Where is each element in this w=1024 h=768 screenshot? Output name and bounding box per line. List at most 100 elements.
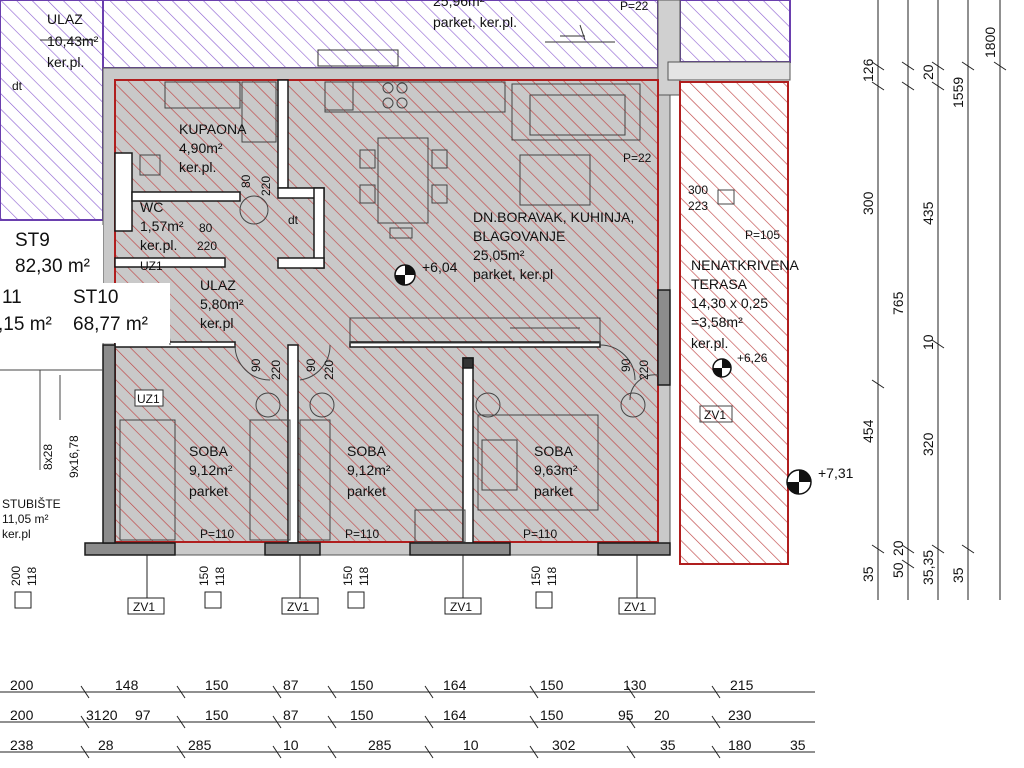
mark-stair-1: 8x28 (41, 444, 55, 470)
dnevni-area: 25,05m² (473, 247, 525, 263)
st10-name: ST10 (73, 287, 118, 308)
purple-top-right (679, 0, 791, 63)
soba3-area: 9,63m² (534, 462, 578, 478)
level-marker-outer: +7,31 (786, 465, 854, 495)
level-marker-dn: +6,04 (394, 259, 458, 286)
dim-label-dim_cols-c4-0: 1559 (950, 77, 966, 108)
dim-label-dim_rows-row2-4: 150 (205, 707, 229, 723)
dim-label-openings-d3_h: 220 (637, 360, 651, 380)
mark-dt-mid: dt (288, 213, 299, 227)
dim-label-dim_rows-row3-3: 10 (283, 737, 299, 753)
mark-uz1-top: UZ1 (140, 259, 163, 273)
mark-dt-left: dt (12, 79, 23, 93)
mark-zv1-terr: ZV1 (704, 408, 726, 422)
level-outer: +7,31 (818, 465, 854, 481)
window-tag-labels: ZV1 ZV1 ZV1 ZV1 (133, 600, 646, 614)
top-room-floor: parket, ker.pl. (433, 14, 517, 30)
dim-label-dim_rows-row3-1: 28 (98, 737, 114, 753)
dimension-col-3: 20 435 10 320 35,35 (920, 64, 936, 585)
dim-label-dim_rows-row3-8: 180 (728, 737, 752, 753)
dim-label-openings-ter_w: 300 (688, 183, 708, 197)
wc-area: 1,57m² (140, 218, 184, 234)
st11-area: ,15 m² (0, 314, 52, 335)
terrace (679, 81, 789, 565)
dim-label-dim_cols-c1-2: 454 (860, 419, 876, 443)
level-dn: +6,04 (422, 259, 458, 275)
terasa-name-2: TERASA (691, 276, 748, 292)
ulaz-top-floor: ker.pl. (47, 54, 84, 70)
dim-label-dim_rows-row1-1: 148 (115, 677, 139, 693)
terasa-calc-2: =3,58m² (691, 314, 743, 330)
dim-label-openings-kup_h: 220 (259, 176, 273, 196)
dim-label-openings-w3_b: 118 (357, 567, 371, 586)
dimension-col-1: 126 300 454 35 (860, 58, 876, 582)
dimension-col-4: 1559 35 (950, 77, 966, 583)
dim-label-dim_cols-c1-1: 300 (860, 191, 876, 215)
dim-label-dim_rows-row3-4: 285 (368, 737, 392, 753)
purple-top-mid (102, 0, 659, 69)
dim-label-openings-wc_w: 80 (199, 221, 213, 235)
dim-label-openings-w3_a: 150 (341, 566, 355, 586)
dnevni-floor: parket, ker.pl (473, 266, 553, 282)
zv1-b: ZV1 (287, 600, 309, 614)
dim-label-dim_rows-row1-5: 164 (443, 677, 467, 693)
dim-label-dim_rows-row2-1: 31 (86, 707, 102, 723)
dim-label-dim_cols-c5-0: 1800 (982, 27, 998, 58)
st10-area: 68,77 m² (73, 314, 148, 335)
level-markers: +6,04 +6,26 +7,31 (394, 259, 854, 495)
dim-label-openings-d2_w: 90 (304, 358, 318, 372)
dim-label-dim_cols-c3-0: 20 (920, 64, 936, 80)
ulaz-top-area: 10,43m² (47, 33, 99, 49)
soba2-name: SOBA (347, 443, 387, 459)
dimension-row-1: 200 148 150 87 150 164 150 130 215 (10, 677, 754, 693)
soba3-name: SOBA (534, 443, 574, 459)
stubiste-floor: ker.pl (2, 527, 31, 541)
unit-labels: ST9 82,30 m² 11 ,15 m² ST10 68,77 m² (0, 225, 170, 343)
interior-walls (84, 79, 671, 556)
zv1-c: ZV1 (450, 600, 472, 614)
dim-label-dim_cols-c3-4: 35,35 (920, 550, 936, 585)
dim-label-dim_rows-row2-5: 87 (283, 707, 299, 723)
soba3-floor: parket (534, 483, 573, 499)
dim-label-dim_rows-row2-8: 150 (540, 707, 564, 723)
kupaona-floor: ker.pl. (179, 159, 216, 175)
kupaona-name: KUPAONA (179, 121, 247, 137)
dim-label-openings-w1_b: 118 (25, 567, 39, 586)
dim-label-dim_rows-row3-2: 285 (188, 737, 212, 753)
ulaz-name: ULAZ (200, 277, 236, 293)
dim-label-openings-wc_h: 220 (197, 239, 217, 253)
mark-p110-2: P=110 (345, 527, 379, 541)
dim-label-openings-d1_h: 220 (269, 360, 283, 380)
mark-p110-3: P=110 (523, 527, 557, 541)
dimension-col-5: 1800 (982, 27, 998, 58)
st9-area: 82,30 m² (15, 256, 90, 277)
soba2-floor: parket (347, 483, 386, 499)
dim-label-dim_rows-row1-0: 200 (10, 677, 34, 693)
dim-label-dim_rows-row2-10: 20 (654, 707, 670, 723)
ulaz-floor: ker.pl (200, 315, 233, 331)
dim-label-dim_rows-row3-5: 10 (463, 737, 479, 753)
ulaz-area: 5,80m² (200, 296, 244, 312)
dim-label-openings-w4_a: 150 (529, 566, 543, 586)
dimension-row-2: 200 31 20 97 150 87 150 164 150 95 20 23… (10, 707, 752, 723)
dim-label-dim_cols-c3-2: 10 (920, 334, 936, 350)
top-room-area: 25,96m² (433, 0, 485, 9)
dim-label-dim_rows-row2-7: 164 (443, 707, 467, 723)
soba1-name: SOBA (189, 443, 229, 459)
dim-label-dim_cols-c1-0: 126 (860, 58, 876, 82)
level-terasa: +6,26 (737, 351, 768, 365)
soba1-floor: parket (189, 483, 228, 499)
dim-label-dim_rows-row2-0: 200 (10, 707, 34, 723)
dim-label-dim_rows-row1-8: 215 (730, 677, 754, 693)
terasa-name-1: NENATKRIVENA (691, 257, 800, 273)
dim-label-dim_rows-row1-4: 150 (350, 677, 374, 693)
opening-labels: 80 220 80 220 90 220 90 220 90 220 300 2… (9, 174, 708, 586)
mark-uz1: UZ1 (137, 392, 160, 406)
dim-label-openings-w2_b: 118 (213, 567, 227, 586)
dim-label-dim_rows-row1-3: 87 (283, 677, 299, 693)
dim-label-dim_rows-row1-2: 150 (205, 677, 229, 693)
wc-name: WC (140, 199, 163, 215)
dim-label-openings-d3_w: 90 (619, 358, 633, 372)
dimension-lines-right (871, 0, 1007, 600)
dim-label-openings-ter_h: 223 (688, 199, 708, 213)
